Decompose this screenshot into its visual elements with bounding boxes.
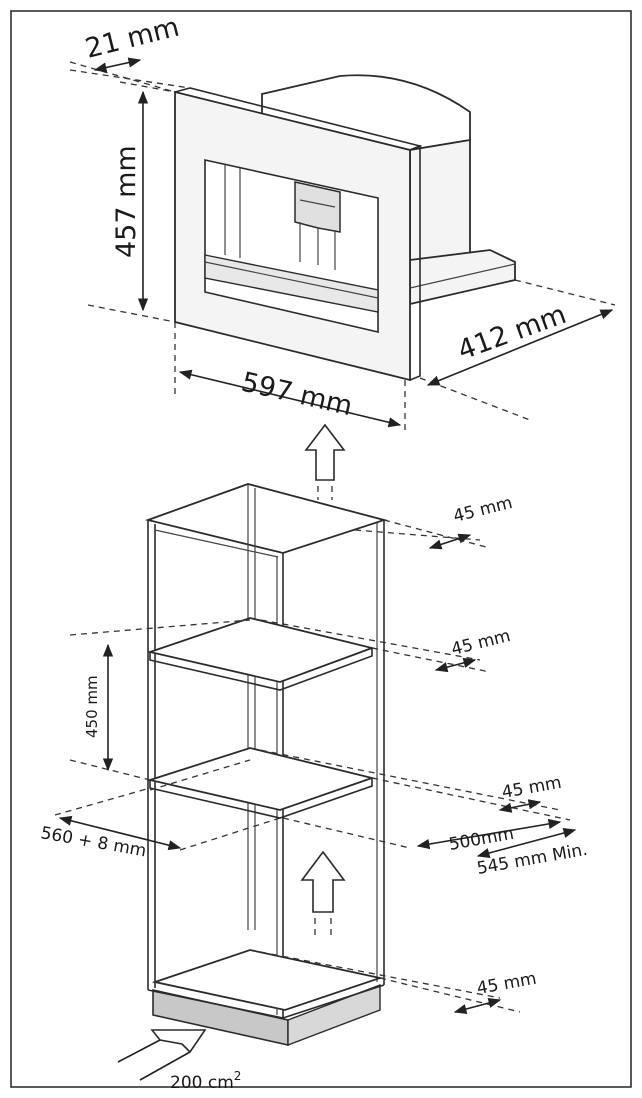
gap-top-label: 45 mm [451,493,514,527]
niche-depth-label: 500mm [447,824,515,855]
cabinet-top [144,483,388,554]
vent-area-label: 200 cm2 [170,1069,241,1093]
machine-base [409,249,516,306]
cabinet-left-side [147,520,284,1019]
frame-depth-label: 21 mm [82,12,182,65]
cabinet-shelf-1 [146,617,376,683]
height-label: 457 mm [111,145,142,258]
depth-label: 412 mm [454,299,571,367]
niche-width-label: 560 + 8 mm [39,823,148,861]
cabinet-dimensions [54,519,577,1014]
machine-body-top [261,74,471,151]
coffee-machine [174,74,516,382]
insert-arrow-icon [304,423,346,500]
width-label: 597 mm [238,367,355,423]
cabinet [144,483,388,1047]
coffee-spout [294,181,341,233]
drip-tray [204,254,379,313]
diagram-border [10,10,632,1088]
airflow-arrow-icon [300,850,346,935]
gap-shelf2-label: 45 mm [500,773,563,803]
machine-dimensions [69,57,616,430]
niche-height-label: 450 mm [83,675,101,738]
gap-shelf1-label: 45 mm [449,626,512,660]
machine-body-side [409,138,471,274]
vent-area-exponent: 2 [234,1069,242,1083]
cabinet-shelf-2 [146,747,376,811]
vent-area-value: 200 cm [170,1073,234,1093]
ventilation-arrow-icon [117,1029,207,1081]
gap-bottom-label: 45 mm [475,969,538,999]
